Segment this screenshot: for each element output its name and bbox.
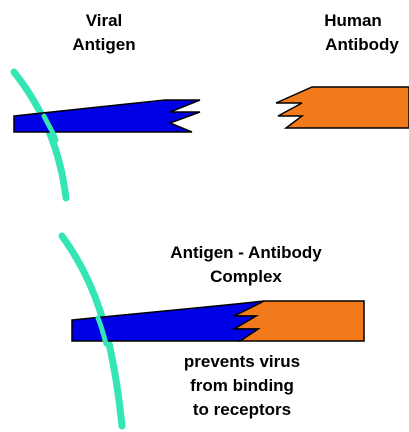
- cell-membrane-top: [14, 72, 66, 198]
- human-antibody-label-line2: Antibody: [325, 35, 399, 54]
- viral-antigen-label-line2: Antigen: [72, 35, 135, 54]
- effect-label-line2: from binding: [190, 376, 294, 395]
- effect-label-line3: to receptors: [193, 400, 291, 419]
- effect-label-line1: prevents virus: [184, 352, 300, 371]
- human-antibody-shape: [276, 87, 409, 128]
- viral-antigen-label-line1: Viral: [86, 11, 123, 30]
- complex-label-line2: Complex: [210, 267, 282, 286]
- human-antibody-label-line1: Human: [324, 11, 382, 30]
- complex-label-line1: Antigen - Antibody: [170, 243, 322, 262]
